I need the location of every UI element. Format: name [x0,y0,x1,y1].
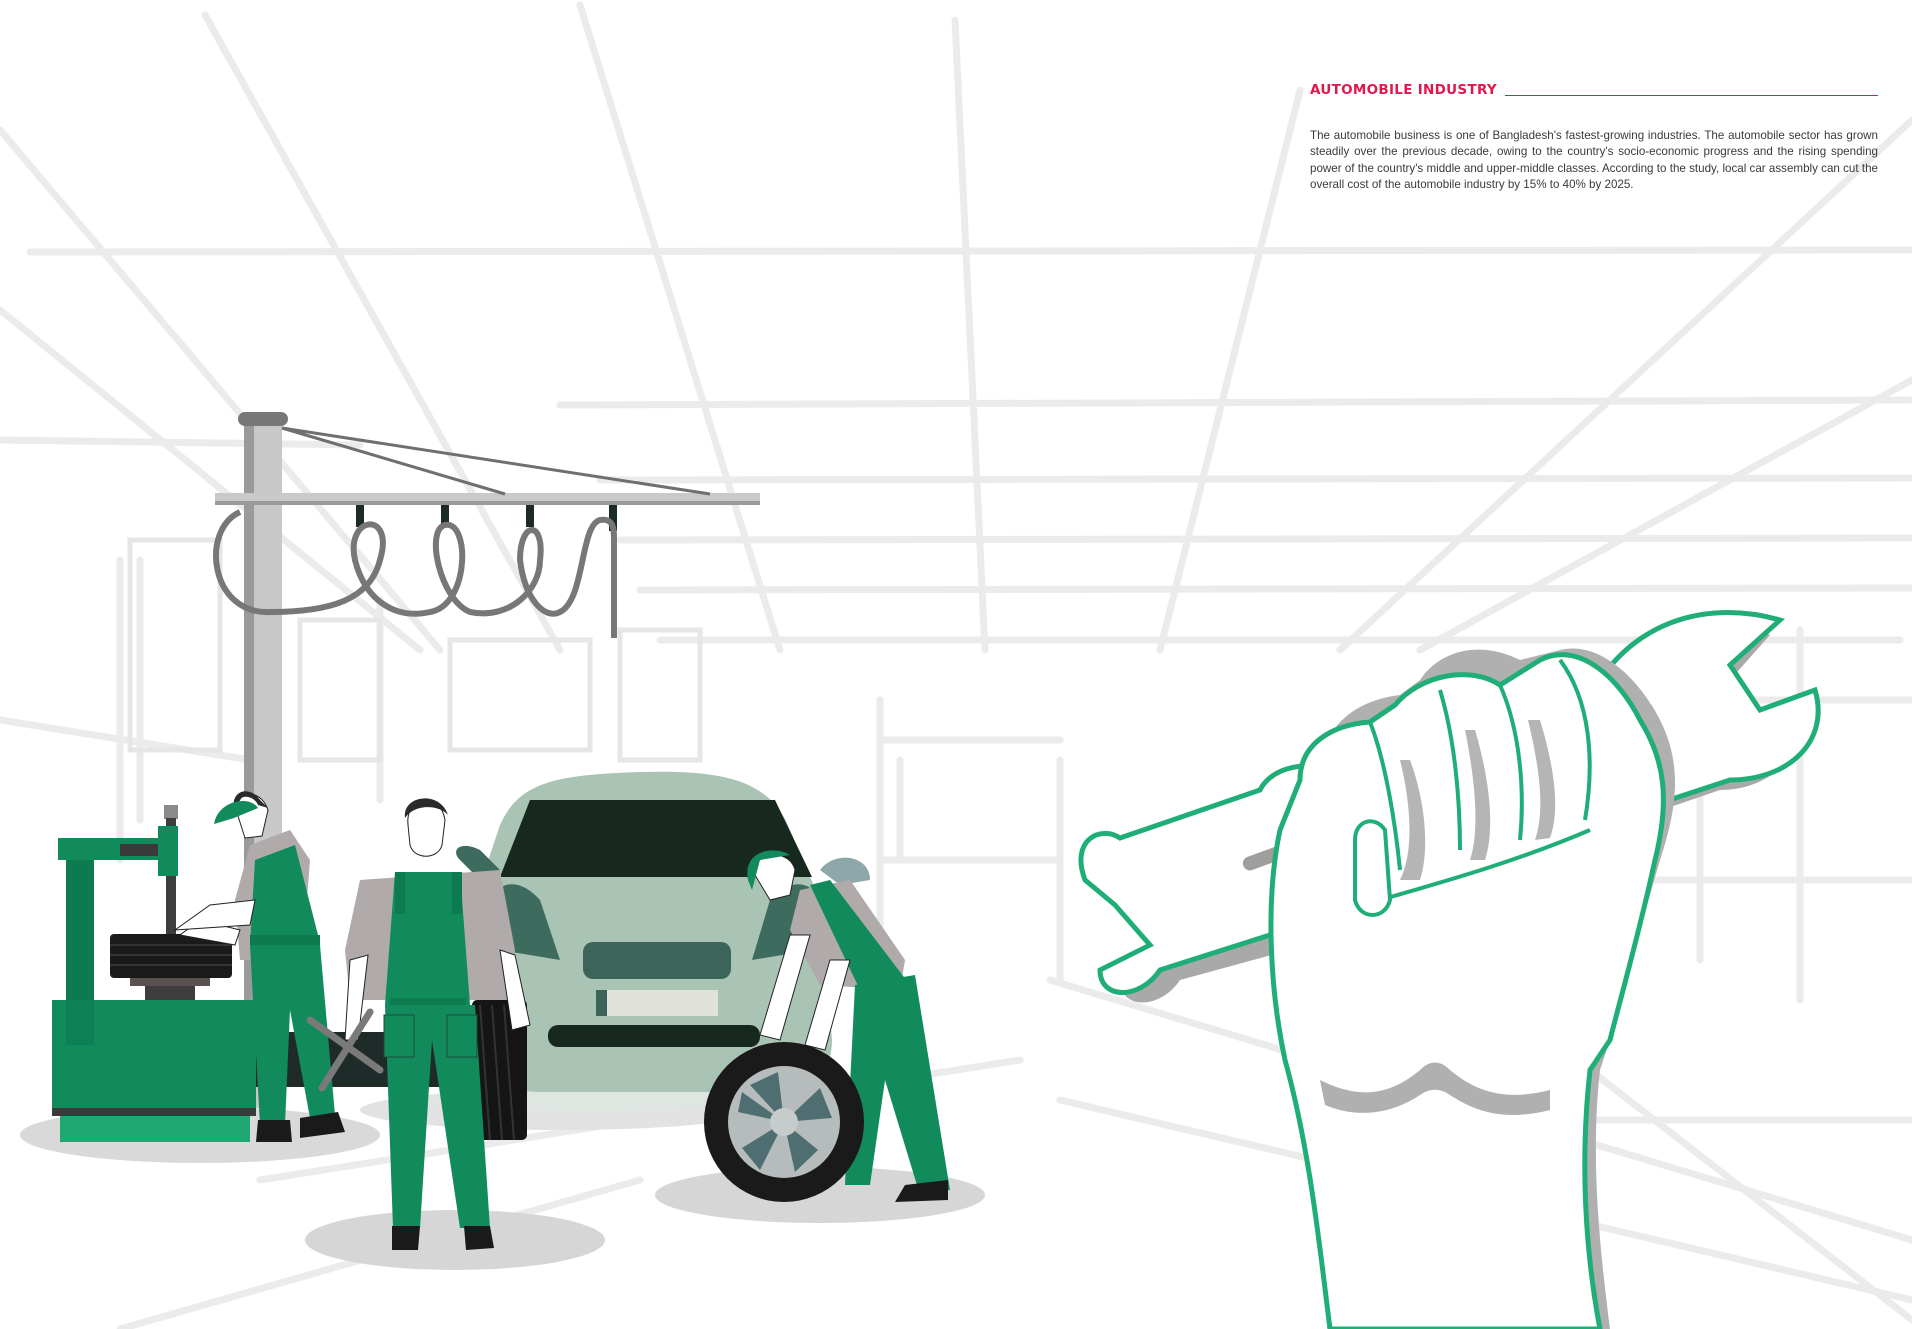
mechanic-at-tire-changer [173,791,345,1142]
article-paragraph: The automobile business is one of Bangla… [1310,128,1878,192]
section-heading: AUTOMOBILE INDUSTRY [1310,82,1497,98]
section-header: AUTOMOBILE INDUSTRY [1310,82,1878,98]
mechanic-with-lug-wrench [306,798,531,1250]
floor-shadow [305,1210,605,1270]
tire-changer-machine [52,805,256,1142]
car-front [430,771,870,1112]
mechanic-rolling-wheel [704,850,950,1202]
article-block: AUTOMOBILE INDUSTRY The automobile busin… [1310,82,1878,205]
heading-rule [1504,94,1878,96]
hand-holding-wrench [1078,610,1821,1329]
hose-reel-crane [213,412,760,1108]
